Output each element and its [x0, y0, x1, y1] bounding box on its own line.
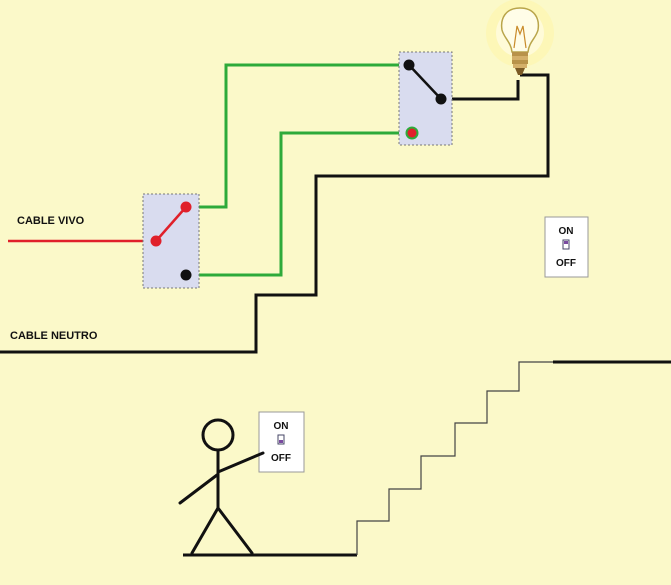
switch-panel-upper-off: OFF: [556, 258, 576, 269]
stick-figure-icon: [178, 418, 265, 555]
traveler-wire-upper: [186, 63, 409, 209]
switch-panel-upper-on: ON: [559, 226, 574, 237]
terminal-upper-right: [403, 59, 415, 71]
switch-lever-right: [408, 64, 442, 100]
traveler-wire-lower: [186, 131, 412, 277]
switched-live-wire: [441, 80, 520, 101]
staircase-icon: [356, 361, 553, 555]
terminal-common-right: [435, 93, 447, 105]
light-bulb-icon: [486, 0, 554, 75]
switch-panel-lower: ON OFF: [258, 411, 305, 473]
switch-panel-upper: ON OFF: [544, 216, 589, 278]
switch-panel-lower-on: ON: [274, 421, 289, 432]
switch-lever-left: [155, 206, 187, 242]
toggle-icon-upper: [562, 239, 570, 250]
toggle-icon-lower: [277, 434, 285, 445]
terminal-lower-left: [180, 269, 192, 281]
neutral-cable-wire: [0, 73, 550, 354]
live-cable-label: CABLE VIVO: [17, 215, 85, 227]
switch-panel-lower-off: OFF: [271, 453, 291, 464]
switch-box-right: [398, 51, 453, 146]
terminal-upper-left: [180, 201, 192, 213]
neutral-cable-label: CABLE NEUTRO: [10, 330, 98, 342]
terminal-lower-right: [405, 126, 419, 140]
switch-box-left: [142, 193, 200, 289]
terminal-common-left: [150, 235, 162, 247]
